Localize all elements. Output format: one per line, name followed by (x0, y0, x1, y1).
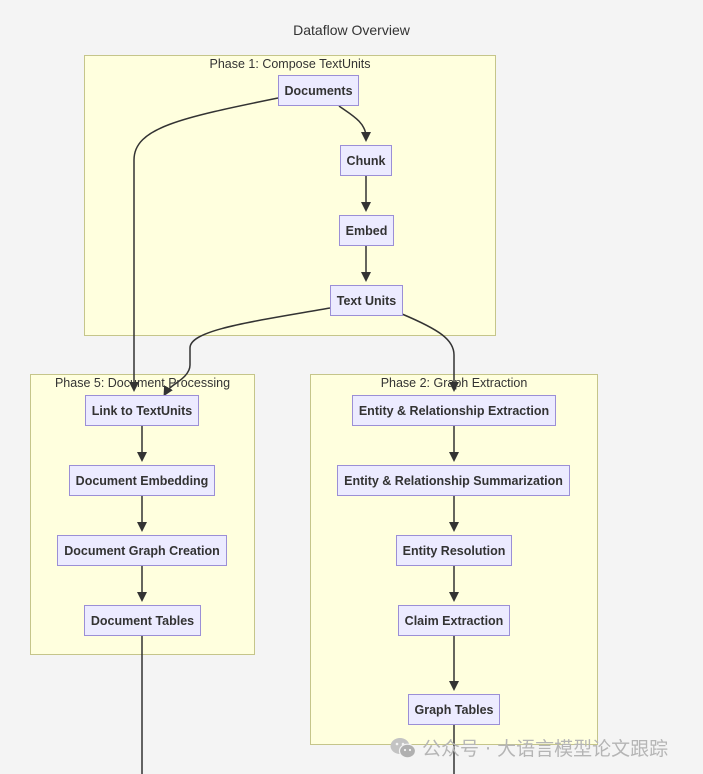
phase-1-label: Phase 1: Compose TextUnits (209, 57, 371, 71)
wechat-icon (390, 737, 416, 758)
node-entity-resolution[interactable]: Entity Resolution (396, 535, 512, 566)
node-document-tables[interactable]: Document Tables (84, 605, 201, 636)
node-link-to-textunits[interactable]: Link to TextUnits (85, 395, 199, 426)
node-document-embedding[interactable]: Document Embedding (69, 465, 215, 496)
edge-documents-to-link-to-textunits (129, 97, 279, 392)
edge-documents-to-chunk (338, 105, 371, 142)
node-claim-extraction[interactable]: Claim Extraction (398, 605, 510, 636)
node-entity-relationship-summarization[interactable]: Entity & Relationship Summarization (337, 465, 570, 496)
watermark: 公众号 · 大语言模型论文跟踪 (390, 734, 668, 761)
edge-text-units-to-entity-relationship-extraction (401, 313, 459, 392)
watermark-text: 公众号 · 大语言模型论文跟踪 (422, 738, 669, 760)
node-documents[interactable]: Documents (278, 75, 359, 106)
node-chunk[interactable]: Chunk (340, 145, 392, 176)
diagram-title: Dataflow Overview (293, 22, 410, 38)
edge-text-units-to-link-to-textunits (163, 307, 331, 397)
phase-5-label: Phase 5: Document Processing (54, 376, 231, 390)
node-graph-tables[interactable]: Graph Tables (408, 694, 500, 725)
node-document-graph-creation[interactable]: Document Graph Creation (57, 535, 227, 566)
node-text-units[interactable]: Text Units (330, 285, 403, 316)
node-embed[interactable]: Embed (339, 215, 394, 246)
phase-1-container: Phase 1: Compose TextUnits (84, 55, 496, 336)
node-entity-relationship-extraction[interactable]: Entity & Relationship Extraction (352, 395, 556, 426)
